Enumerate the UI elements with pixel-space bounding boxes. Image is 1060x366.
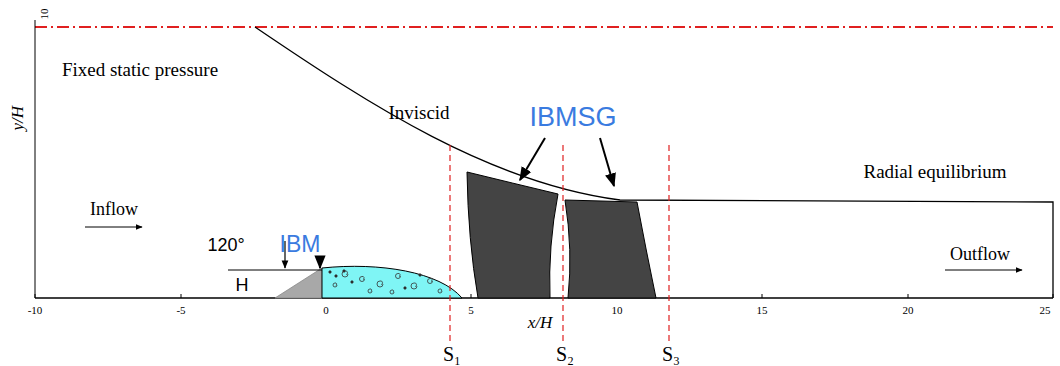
swirl: [333, 283, 337, 287]
swirl: [428, 278, 433, 283]
tick-mark: [908, 294, 909, 298]
dot: [343, 270, 345, 272]
stator-blade: [467, 172, 558, 298]
swirl: [396, 273, 401, 278]
flow-label: Outflow: [950, 245, 1010, 265]
tick-mark: [35, 294, 36, 298]
tick-mark: [762, 294, 763, 298]
inflow-arrow: [85, 227, 142, 228]
swirl: [438, 289, 442, 293]
method-label: IBM: [280, 232, 321, 257]
height-line: [228, 270, 322, 271]
tick-label: 10: [612, 304, 623, 316]
angle-label: 120°: [207, 236, 244, 256]
swirl: [368, 289, 372, 293]
tick-label: -10: [28, 304, 43, 316]
station-line: [668, 145, 669, 345]
dot: [404, 287, 406, 289]
wedge: [275, 268, 322, 298]
dot: [419, 274, 421, 276]
swirl: [390, 290, 394, 294]
tick-label: 15: [757, 304, 768, 316]
boundary-label: Fixed static pressure: [62, 60, 218, 81]
recirculation-zone: [322, 266, 462, 298]
height-label: H: [236, 276, 249, 296]
dot: [351, 281, 353, 283]
axis-title: y/H: [9, 106, 28, 131]
swirl: [377, 281, 383, 287]
swirl: [360, 276, 365, 281]
ibmsg-arrow: [600, 138, 614, 186]
dot: [329, 271, 331, 273]
station-line: [449, 145, 450, 345]
rotor-blade: [565, 200, 656, 298]
swirls: [329, 270, 442, 294]
ibmsg-arrow: [520, 138, 545, 180]
dot: [335, 275, 337, 277]
outer-boundary: [255, 27, 1053, 298]
y-axis: [35, 20, 36, 298]
tick-label: 5: [468, 304, 474, 316]
boundary-label: Inviscid: [388, 103, 449, 124]
axis-title: x/H: [528, 314, 553, 333]
outflow-arrow: [945, 270, 1022, 271]
tick-mark: [471, 294, 472, 298]
method-label: IBMSG: [529, 103, 616, 133]
tick-label: 25: [1040, 304, 1051, 316]
flow-label: Inflow: [90, 200, 138, 220]
station-label: S₁: [443, 343, 461, 365]
tick-label: 10: [38, 9, 50, 20]
tick-mark: [1053, 294, 1054, 298]
station-label: S₂: [556, 343, 574, 365]
ibm-arrow: [319, 256, 321, 268]
tick-label: 20: [903, 304, 914, 316]
station-line: [562, 145, 563, 345]
tick-label: 0: [323, 304, 329, 316]
axis-line: [35, 26, 1053, 28]
boundary-label: Radial equilibrium: [863, 162, 1006, 183]
tick-mark: [181, 294, 182, 298]
tick-label: -5: [176, 304, 185, 316]
swirl: [411, 283, 417, 289]
station-label: S₃: [662, 343, 680, 365]
